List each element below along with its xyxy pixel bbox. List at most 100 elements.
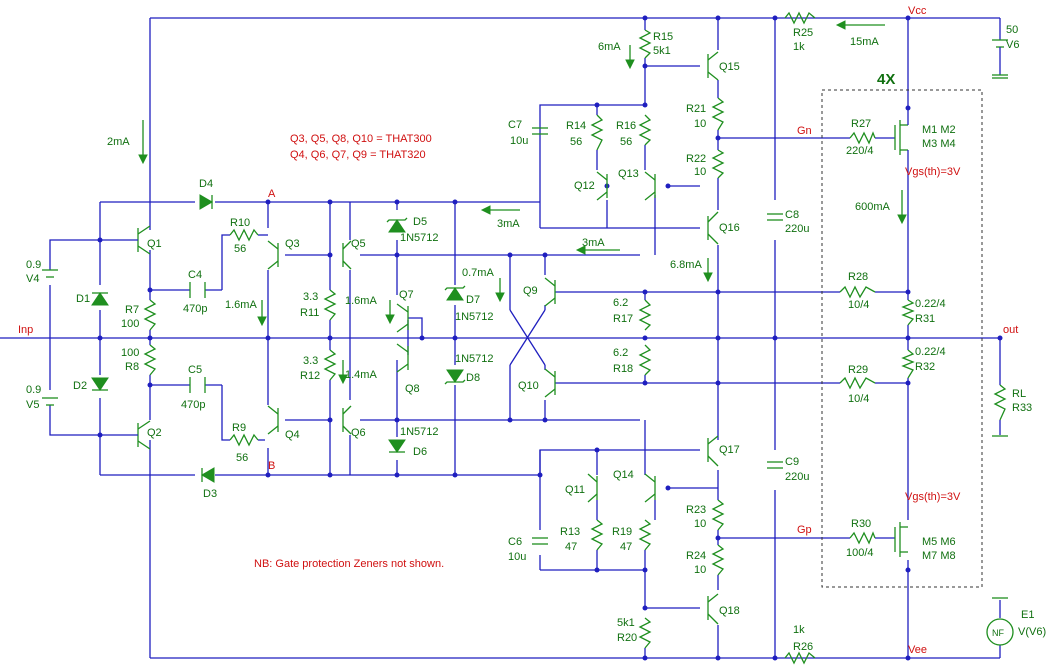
resistor-r9 <box>229 433 259 447</box>
svg-text:5k1: 5k1 <box>617 617 635 629</box>
svg-text:R29: R29 <box>848 364 868 376</box>
svg-text:R11: R11 <box>300 307 319 319</box>
svg-text:R9: R9 <box>232 422 246 434</box>
diode-d3 <box>201 467 215 483</box>
svg-text:R10: R10 <box>230 217 250 229</box>
resistor-r16 <box>638 114 652 146</box>
transistor-q13 <box>644 171 656 201</box>
resistor-r28 <box>839 285 876 299</box>
svg-text:0.22/4: 0.22/4 <box>915 346 946 358</box>
resistor-r11 <box>323 289 337 321</box>
svg-text:3mA: 3mA <box>497 218 520 230</box>
svg-text:Q11: Q11 <box>565 484 585 496</box>
svg-text:10/4: 10/4 <box>848 299 869 311</box>
svg-text:R24: R24 <box>686 550 706 562</box>
transistor-q4 <box>267 405 279 435</box>
svg-text:R21: R21 <box>686 103 706 115</box>
svg-text:15mA: 15mA <box>850 36 879 48</box>
svg-text:6.2: 6.2 <box>613 297 628 309</box>
net-gp: Gp <box>797 524 812 536</box>
svg-text:1k: 1k <box>793 41 805 53</box>
svg-text:V(V6): V(V6) <box>1018 626 1046 638</box>
resistor-r15 <box>638 29 652 59</box>
diode-d2 <box>91 377 109 391</box>
svg-text:Q8: Q8 <box>405 383 420 395</box>
part-labels: 4X M1 M2 M3 M4 M5 M6 M7 M8 2mA 6mA 15mA … <box>26 24 1046 653</box>
svg-text:50: 50 <box>1006 24 1018 36</box>
svg-text:220u: 220u <box>785 471 809 483</box>
wires <box>0 17 1001 659</box>
svg-text:600mA: 600mA <box>855 201 891 213</box>
svg-text:6.2: 6.2 <box>613 347 628 359</box>
svg-text:NF: NF <box>992 628 1004 638</box>
resistor-r8 <box>143 344 157 376</box>
capacitor-c4 <box>189 282 206 298</box>
resistor-r7 <box>143 299 157 331</box>
types-line-1: Q3, Q5, Q8, Q10 = THAT300 <box>290 133 432 145</box>
svg-text:56: 56 <box>234 243 246 255</box>
transistor-q17 <box>707 435 719 467</box>
diode-d5 <box>386 217 408 233</box>
svg-text:1.6mA: 1.6mA <box>225 299 257 311</box>
transistor-q3 <box>265 234 279 270</box>
transistor-q18 <box>707 593 719 625</box>
transistor-q2 <box>100 420 151 450</box>
svg-text:6.8mA: 6.8mA <box>670 259 702 271</box>
svg-text:Q15: Q15 <box>719 61 740 73</box>
svg-text:56: 56 <box>236 452 248 464</box>
components <box>42 11 1014 665</box>
net-labels: Vcc Vee Inp out Gn Gp A B Q3, Q5, Q8, Q1… <box>18 5 1018 656</box>
transistor-q1 <box>100 225 151 255</box>
four-x-label: 4X <box>877 71 895 88</box>
resistor-r26 <box>784 651 816 665</box>
transistor-q8 <box>396 343 409 373</box>
svg-text:5k1: 5k1 <box>653 45 671 57</box>
resistor-r14 <box>590 114 604 151</box>
svg-text:1.4mA: 1.4mA <box>345 369 377 381</box>
svg-text:1.6mA: 1.6mA <box>345 295 377 307</box>
svg-text:3.3: 3.3 <box>303 291 318 303</box>
diode-d1 <box>91 292 109 306</box>
svg-text:R8: R8 <box>125 361 139 373</box>
svg-text:C9: C9 <box>785 456 799 468</box>
junctions <box>97 15 1003 661</box>
transistor-q14 <box>644 473 656 503</box>
svg-text:56: 56 <box>570 136 582 148</box>
svg-text:C7: C7 <box>508 119 522 131</box>
svg-text:C5: C5 <box>188 364 202 376</box>
svg-text:M7 M8: M7 M8 <box>922 550 956 562</box>
svg-text:1N5712: 1N5712 <box>400 232 439 244</box>
capacitor-c5 <box>189 377 206 393</box>
svg-text:0.9: 0.9 <box>26 259 41 271</box>
mosfet-m5-m8 <box>894 522 908 557</box>
svg-text:6mA: 6mA <box>598 41 621 53</box>
svg-text:Q17: Q17 <box>719 444 740 456</box>
net-vcc: Vcc <box>908 5 927 17</box>
resistor-r19 <box>638 519 652 551</box>
diode-d6 <box>388 439 406 453</box>
current-arrows <box>138 20 907 385</box>
svg-text:R22: R22 <box>686 153 706 165</box>
svg-text:1N5712: 1N5712 <box>400 426 439 438</box>
svg-text:10u: 10u <box>508 551 526 563</box>
svg-text:C4: C4 <box>188 269 202 281</box>
svg-text:Q18: Q18 <box>719 605 740 617</box>
svg-text:R20: R20 <box>617 632 637 644</box>
svg-text:1N5712: 1N5712 <box>455 311 494 323</box>
resistor-r13 <box>590 519 604 551</box>
transistor-q15 <box>707 51 719 81</box>
types-line-2: Q4, Q6, Q7, Q9 = THAT320 <box>290 149 426 161</box>
diode-d8 <box>444 369 466 385</box>
transistor-q12 <box>596 171 608 201</box>
svg-text:V5: V5 <box>26 399 39 411</box>
svg-text:D8: D8 <box>466 372 480 384</box>
svg-text:Q12: Q12 <box>574 180 595 192</box>
vgs-bottom: Vgs(th)=3V <box>905 491 961 503</box>
transistor-q10 <box>544 368 556 398</box>
svg-text:R33: R33 <box>1012 402 1032 414</box>
svg-text:0.7mA: 0.7mA <box>462 267 494 279</box>
svg-text:R31: R31 <box>915 313 935 325</box>
svg-text:R16: R16 <box>616 120 636 132</box>
svg-text:R23: R23 <box>686 504 706 516</box>
